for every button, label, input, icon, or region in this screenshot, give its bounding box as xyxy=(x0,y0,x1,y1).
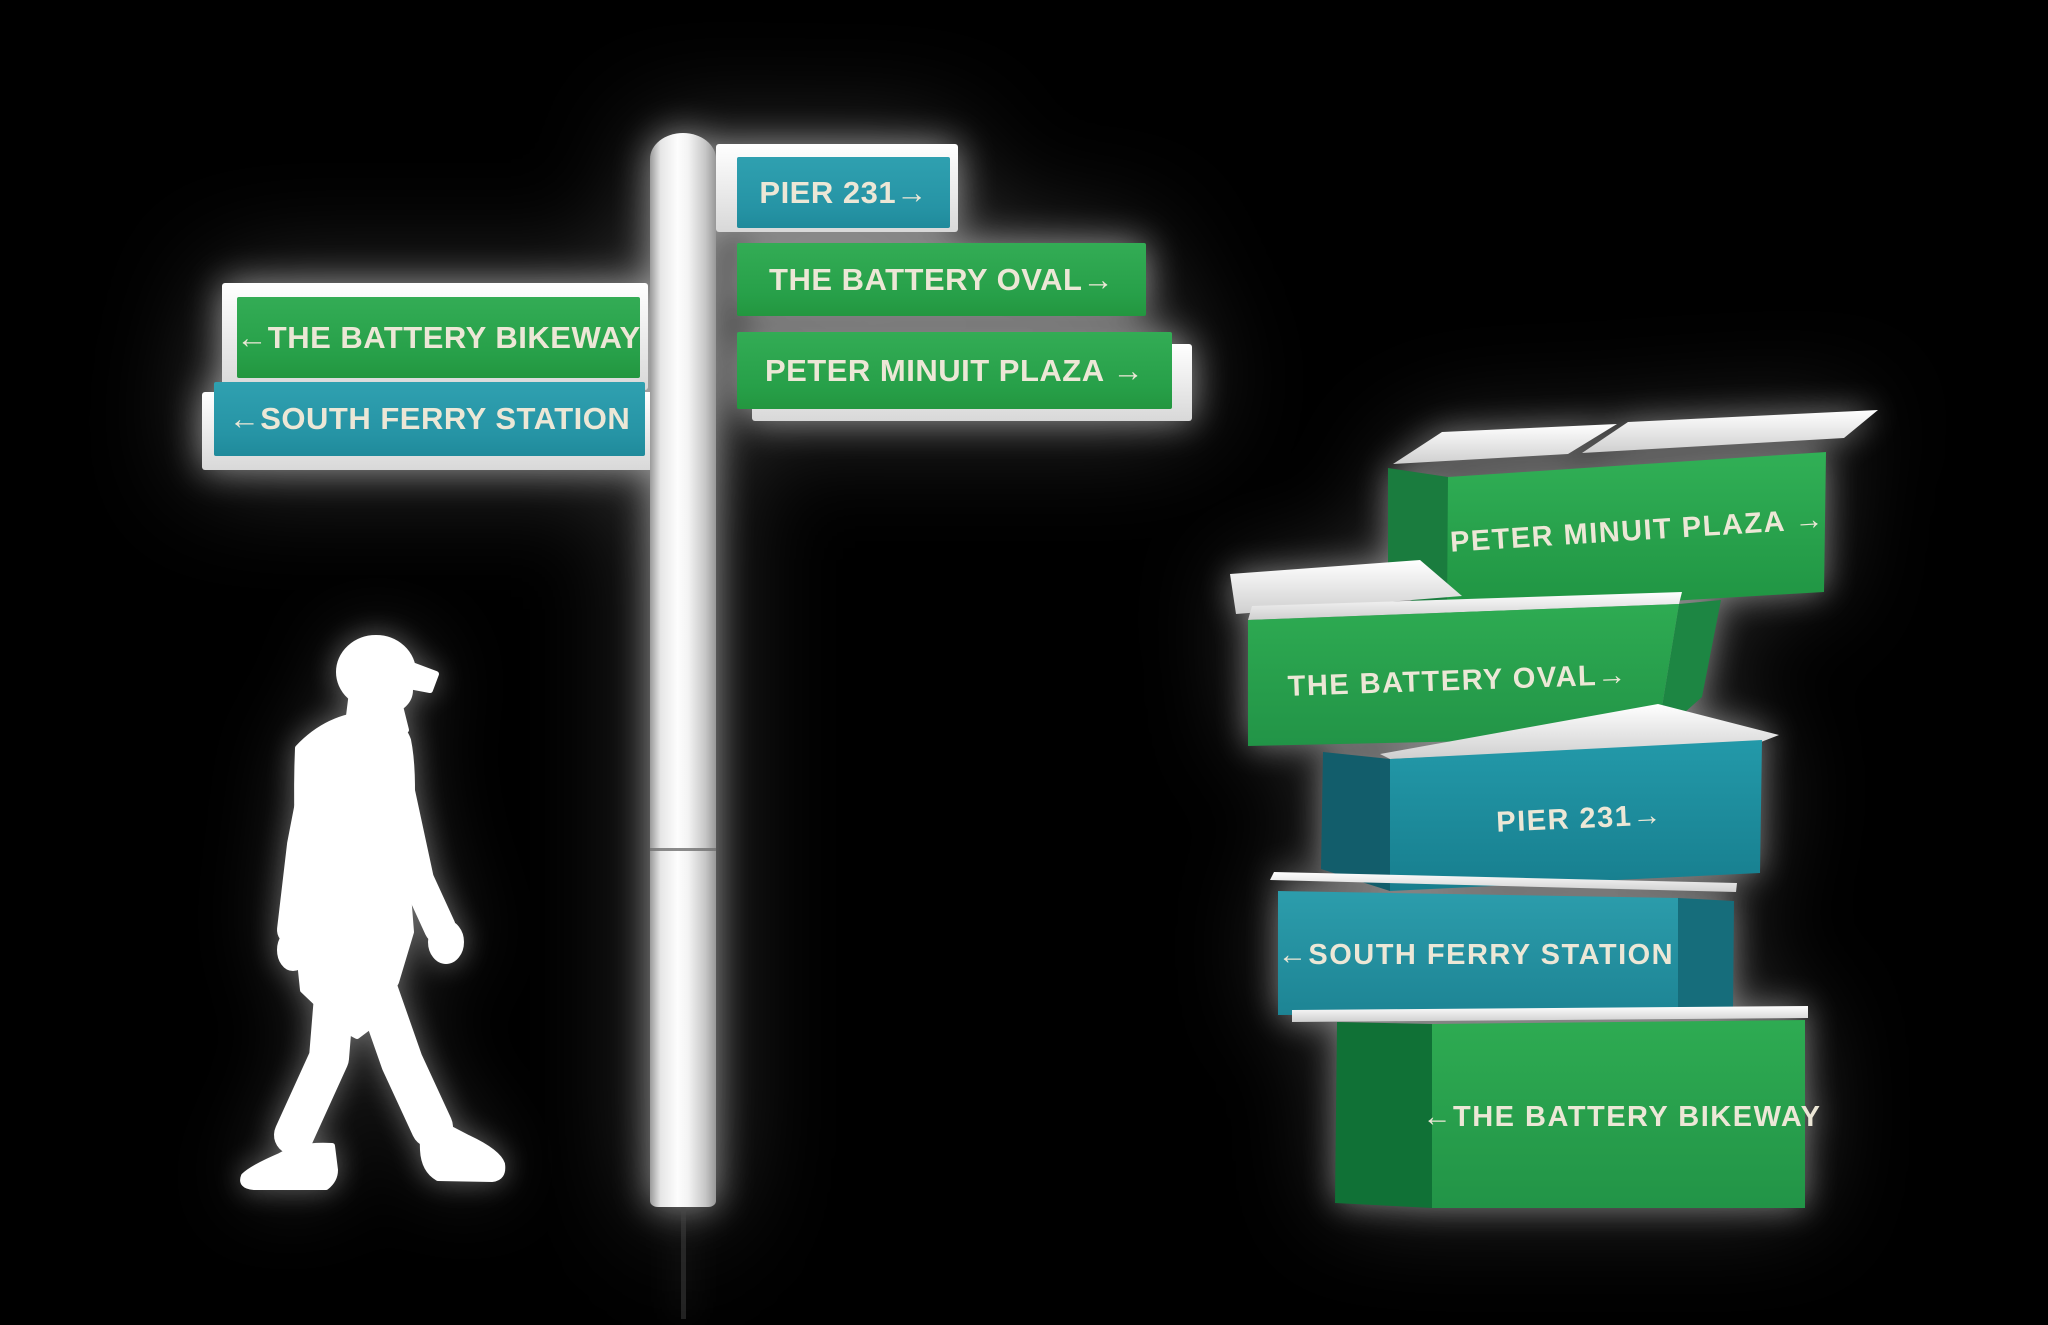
sign-label: ←SOUTH FERRY STATION xyxy=(228,401,631,436)
stack-box-peter-minuit-plaza: PETER MINUIT PLAZA → xyxy=(1388,410,1878,614)
stack-box-battery-oval: THE BATTERY OVAL→ xyxy=(1230,560,1721,746)
stack-box-pier-231: PIER 231→ xyxy=(1321,704,1779,891)
signpost-pole xyxy=(650,133,716,1207)
person-back-leg xyxy=(274,952,356,1155)
box-lid xyxy=(1248,592,1682,620)
box-face xyxy=(1248,604,1679,746)
sign-label: THE BATTERY OVAL→ xyxy=(769,261,1114,297)
person-front-hand xyxy=(428,920,464,964)
box-side xyxy=(1678,898,1734,1013)
person-body xyxy=(240,635,506,1190)
sign-stack: PETER MINUIT PLAZA → THE BATTERY OVAL→ P… xyxy=(1230,410,1878,1208)
box-lid xyxy=(1393,424,1617,464)
person-back-arm xyxy=(277,737,335,945)
person-front-leg xyxy=(347,944,453,1148)
sign-label: ←THE BATTERY BIKEWAY xyxy=(236,319,641,355)
person-front-arm xyxy=(374,734,456,944)
box-label: ←THE BATTERY BIKEWAY xyxy=(1423,1101,1822,1133)
box-label: ←SOUTH FERRY STATION xyxy=(1278,939,1674,971)
sign-battery-oval: THE BATTERY OVAL→ xyxy=(737,243,1146,316)
person-front-shoe xyxy=(419,1111,506,1182)
box-label: PIER 231→ xyxy=(1496,799,1664,839)
sign-label: PETER MINUIT PLAZA → xyxy=(764,352,1145,388)
box-side xyxy=(1657,600,1721,737)
box-side xyxy=(1335,1022,1432,1208)
stack-box-battery-bikeway: ←THE BATTERY BIKEWAY xyxy=(1292,1006,1822,1208)
box-lid xyxy=(1292,1006,1808,1022)
sign-pier-231: PIER 231→ xyxy=(737,157,950,228)
pedestrian-silhouette xyxy=(240,635,506,1190)
stack-box-south-ferry-station: ←SOUTH FERRY STATION xyxy=(1270,872,1737,1015)
box-face xyxy=(1447,452,1826,614)
box-lid xyxy=(1582,410,1878,453)
sign-label: PIER 231→ xyxy=(759,174,928,210)
pole-seam xyxy=(650,848,716,851)
box-face xyxy=(1390,740,1762,891)
box-face xyxy=(1278,891,1678,1015)
sign-peter-minuit-plaza: PETER MINUIT PLAZA → xyxy=(737,332,1172,409)
box-lid xyxy=(1230,560,1462,614)
pole-shadow xyxy=(681,1207,686,1319)
box-side xyxy=(1321,752,1390,891)
sign-battery-bikeway: ←THE BATTERY BIKEWAY xyxy=(236,297,641,378)
box-lid xyxy=(1270,872,1737,892)
box-face xyxy=(1432,1020,1805,1208)
sign-south-ferry-station: ←SOUTH FERRY STATION xyxy=(214,382,645,456)
person-back-shoe xyxy=(240,1142,338,1190)
